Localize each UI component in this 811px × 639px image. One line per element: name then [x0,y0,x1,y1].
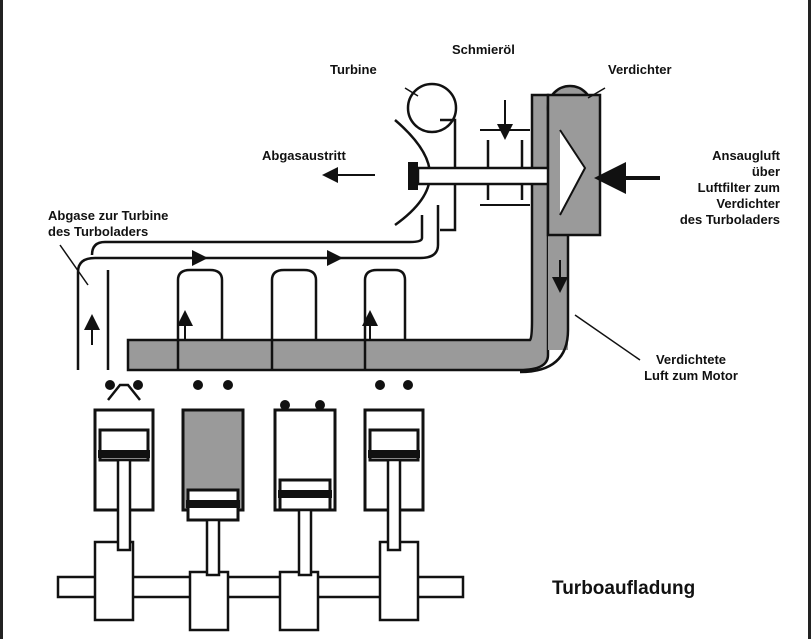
cylinder-4 [363,380,425,552]
intake-air-line-1: Ansaugluft [712,148,780,163]
exhaust-to-turbine-line-2: des Turboladers [48,224,149,239]
cylinder-3 [273,400,337,577]
intake-air-line-2: über [751,164,780,179]
cylinder-2 [181,380,245,577]
crankshaft [56,540,465,632]
exhaust-to-turbine-label: Abgase zur Turbine des Turboladers [48,208,168,240]
exhaust-outlet-label: Abgasaustritt [262,148,346,163]
lubricating-oil-label: Schmieröl [452,42,515,57]
intake-air-label: Ansaugluft über Luftfilter zum Verdichte… [648,148,780,228]
compressed-air-line-2: Luft zum Motor [644,368,738,383]
turbine-label: Turbine [330,62,377,77]
right-border [808,0,811,639]
diagram-title: Turboaufladung [552,578,696,599]
left-border [0,0,3,639]
intake-air-line-5: des Turboladers [679,212,780,227]
compressor-label: Verdichter [608,62,672,77]
turbocharger [322,82,660,293]
intake-air-line-3: Luftfilter zum [697,180,780,195]
compressed-air-label: Verdichtete Luft zum Motor [636,352,746,384]
intake-air-line-4: Verdichter [716,196,780,211]
leader-lines [59,87,641,361]
exhaust-to-turbine-line-1: Abgase zur Turbine [48,208,169,223]
exhaust-manifold [76,205,440,370]
compressed-air-line-1: Verdichtete [655,352,727,367]
cylinder-1 [93,380,155,552]
intake-manifold [126,90,570,374]
